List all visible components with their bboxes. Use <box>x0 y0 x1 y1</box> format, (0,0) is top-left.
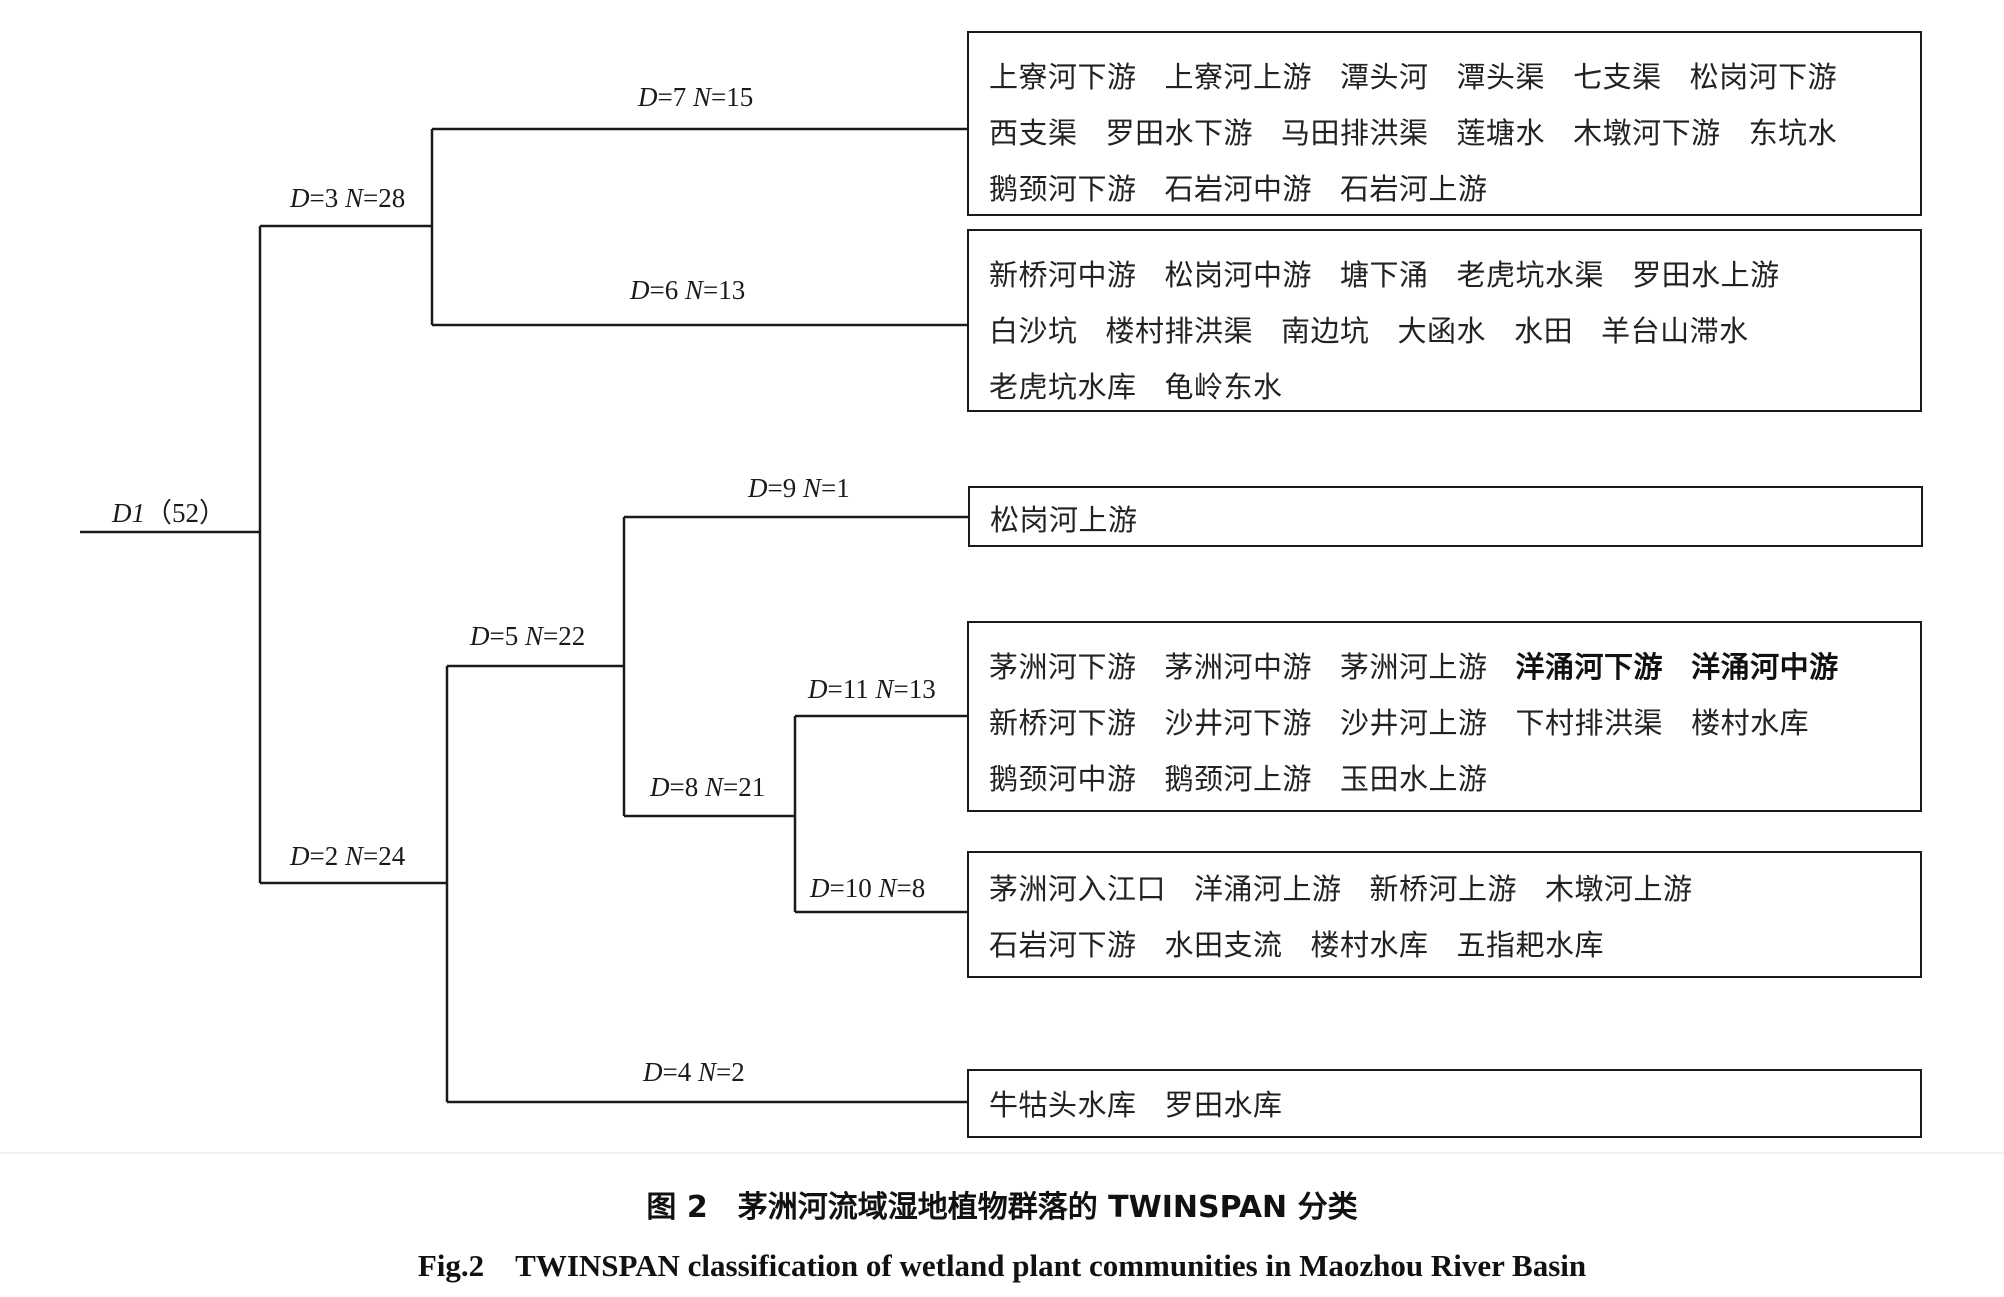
figure-separator <box>0 1152 2004 1154</box>
label-d6: D=6 N=13 <box>629 275 745 305</box>
site-name: 茅洲河下游 <box>989 650 1137 684</box>
group-box-d6: 新桥河中游松岗河中游塘下涌老虎坑水渠罗田水上游白沙坑楼村排洪渠南边坑大函水水田羊… <box>967 229 1922 412</box>
label-d5: D=5 N=22 <box>469 621 585 651</box>
figure-caption-english: Fig.2 TWINSPAN classification of wetland… <box>417 1248 1587 1283</box>
site-name: 老虎坑水库 <box>989 370 1137 404</box>
group-box-d11: 茅洲河下游茅洲河中游茅洲河上游洋涌河下游洋涌河中游新桥河下游沙井河下游沙井河上游… <box>967 621 1922 812</box>
site-row: 松岗河上游 <box>990 490 1905 546</box>
group-box-d10: 茅洲河入江口洋涌河上游新桥河上游木墩河上游石岩河下游水田支流楼村水库五指耙水库 <box>967 851 1922 978</box>
site-name: 鹅颈河上游 <box>1164 762 1313 796</box>
site-name: 木墩河上游 <box>1545 872 1693 906</box>
label-d3: D=3 N=28 <box>289 183 405 213</box>
site-row: 石岩河下游水田支流楼村水库五指耙水库 <box>989 915 1904 971</box>
site-row: 新桥河中游松岗河中游塘下涌老虎坑水渠罗田水上游 <box>989 245 1904 301</box>
site-name: 老虎坑水渠 <box>1456 258 1605 292</box>
site-name: 水田支流 <box>1164 928 1283 962</box>
site-name: 松岗河上游 <box>990 503 1138 537</box>
site-name: 上寮河上游 <box>1164 60 1313 94</box>
label-d8: D=8 N=21 <box>649 772 765 802</box>
site-name: 松岗河中游 <box>1164 258 1313 292</box>
site-name: 新桥河上游 <box>1369 872 1518 906</box>
site-name: 马田排洪渠 <box>1281 116 1429 150</box>
site-name: 沙井河下游 <box>1164 706 1313 740</box>
label-d9: D=9 N=1 <box>747 473 850 503</box>
root-label: D1（52） <box>111 498 226 528</box>
site-name: 南边坑 <box>1281 314 1370 348</box>
site-name: 羊台山滞水 <box>1601 314 1749 348</box>
site-name: 楼村排洪渠 <box>1105 314 1254 348</box>
site-name: 上寮河下游 <box>989 60 1137 94</box>
site-name: 下村排洪渠 <box>1515 706 1664 740</box>
site-name: 七支渠 <box>1573 60 1662 94</box>
group-box-d4: 牛牯头水库罗田水库 <box>967 1069 1922 1138</box>
site-name: 松岗河下游 <box>1689 60 1838 94</box>
site-row: 鹅颈河下游石岩河中游石岩河上游 <box>989 159 1904 215</box>
site-name: 沙井河上游 <box>1340 706 1488 740</box>
tree-lines <box>80 127 968 1104</box>
site-name: 鹅颈河中游 <box>989 762 1137 796</box>
site-name: 木墩河下游 <box>1573 116 1721 150</box>
site-name: 石岩河中游 <box>1164 172 1313 206</box>
site-name: 塘下涌 <box>1340 258 1429 292</box>
site-row: 新桥河下游沙井河下游沙井河上游下村排洪渠楼村水库 <box>989 693 1904 749</box>
site-name: 石岩河上游 <box>1340 172 1488 206</box>
site-name: 罗田水上游 <box>1632 258 1780 292</box>
site-row: 鹅颈河中游鹅颈河上游玉田水上游 <box>989 749 1904 805</box>
site-row: 茅洲河下游茅洲河中游茅洲河上游洋涌河下游洋涌河中游 <box>989 637 1904 693</box>
site-row: 茅洲河入江口洋涌河上游新桥河上游木墩河上游 <box>989 859 1904 915</box>
site-name: 茅洲河中游 <box>1164 650 1313 684</box>
site-name: 五指耙水库 <box>1456 928 1605 962</box>
twinspan-dendrogram: D1（52） D=3 N=28 D=7 N=15 D=6 N=13 D=2 N=… <box>80 82 968 1104</box>
site-name: 新桥河下游 <box>989 706 1137 740</box>
site-name: 茅洲河入江口 <box>989 872 1167 906</box>
site-row: 老虎坑水库龟岭东水 <box>989 357 1904 413</box>
site-row: 白沙坑楼村排洪渠南边坑大函水水田羊台山滞水 <box>989 301 1904 357</box>
site-row: 上寮河下游上寮河上游潭头河潭头渠七支渠松岗河下游 <box>989 47 1904 103</box>
figure-caption-chinese: 图 2 茅洲河流域湿地植物群落的 TWINSPAN 分类 <box>646 1190 1358 1225</box>
site-name: 罗田水库 <box>1164 1088 1283 1122</box>
site-name: 玉田水上游 <box>1340 762 1488 796</box>
label-d10: D=10 N=8 <box>809 873 925 903</box>
site-name: 龟岭东水 <box>1164 370 1283 404</box>
site-name: 新桥河中游 <box>989 258 1137 292</box>
site-name: 茅洲河上游 <box>1340 650 1488 684</box>
label-d11: D=11 N=13 <box>807 674 936 704</box>
site-row: 西支渠罗田水下游马田排洪渠莲塘水木墩河下游东坑水 <box>989 103 1904 159</box>
label-d4: D=4 N=2 <box>642 1057 745 1087</box>
site-name: 莲塘水 <box>1456 116 1546 150</box>
label-d2: D=2 N=24 <box>289 841 406 871</box>
site-name: 白沙坑 <box>989 314 1078 348</box>
site-name: 水田 <box>1514 314 1574 348</box>
site-name: 洋涌河下游 <box>1515 650 1664 684</box>
group-box-d9: 松岗河上游 <box>968 486 1923 547</box>
site-row: 牛牯头水库罗田水库 <box>989 1075 1904 1131</box>
site-name: 东坑水 <box>1748 116 1838 150</box>
site-name: 楼村水库 <box>1310 928 1429 962</box>
group-box-d7: 上寮河下游上寮河上游潭头河潭头渠七支渠松岗河下游西支渠罗田水下游马田排洪渠莲塘水… <box>967 31 1922 216</box>
site-name: 大函水 <box>1397 314 1487 348</box>
site-name: 石岩河下游 <box>989 928 1137 962</box>
site-name: 潭头渠 <box>1456 60 1546 94</box>
site-name: 西支渠 <box>989 116 1078 150</box>
site-name: 洋涌河中游 <box>1691 650 1839 684</box>
site-name: 罗田水下游 <box>1105 116 1254 150</box>
label-d7: D=7 N=15 <box>637 82 753 112</box>
site-name: 楼村水库 <box>1691 706 1810 740</box>
site-name: 潭头河 <box>1340 60 1429 94</box>
site-name: 鹅颈河下游 <box>989 172 1137 206</box>
site-name: 洋涌河上游 <box>1194 872 1342 906</box>
site-name: 牛牯头水库 <box>989 1088 1137 1122</box>
